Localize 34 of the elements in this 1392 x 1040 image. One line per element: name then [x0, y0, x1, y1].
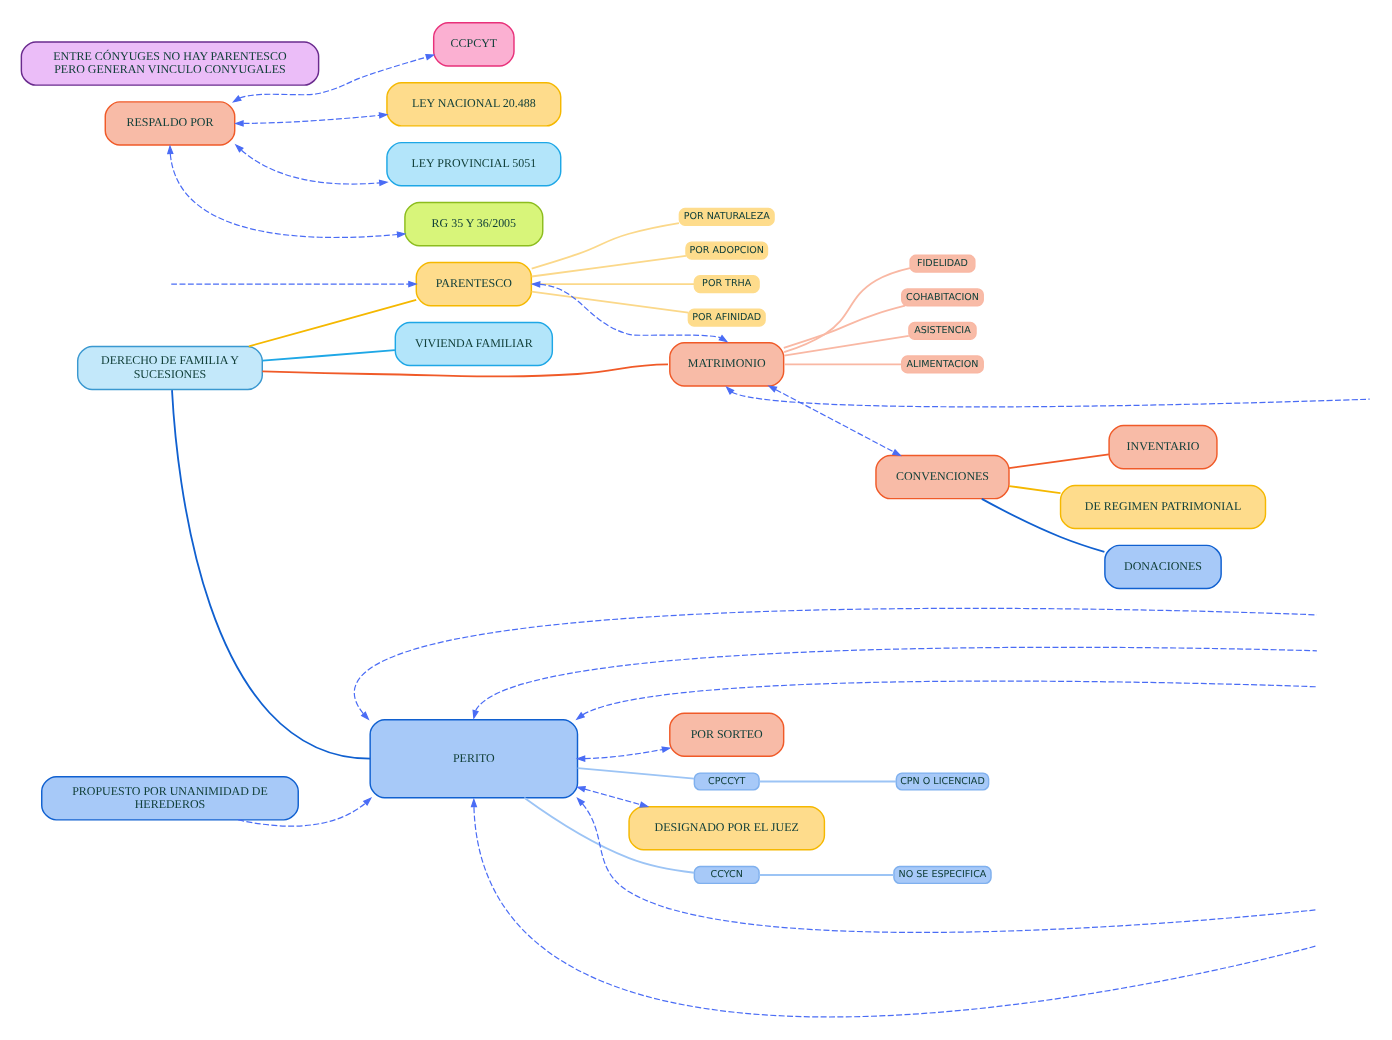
connector: [782, 304, 906, 349]
connector: [523, 796, 696, 874]
connector: [758, 874, 895, 876]
arrow: [356, 607, 1318, 721]
arrow: [575, 680, 1318, 721]
arrow: [231, 54, 436, 103]
arrow: [472, 646, 1318, 720]
connector: [758, 780, 898, 783]
connector: [530, 254, 687, 278]
arrow: [575, 786, 650, 808]
arrow: [575, 746, 672, 762]
arrow: [576, 796, 1318, 933]
arrow: [170, 280, 418, 288]
connector: [171, 389, 372, 760]
connector: [980, 498, 1106, 553]
arrow: [234, 143, 389, 187]
connector: [247, 298, 418, 348]
connector: [783, 267, 911, 354]
arrow: [234, 112, 389, 127]
connector: [261, 349, 396, 362]
arrow: [530, 281, 729, 343]
connector: [530, 290, 690, 314]
connector: [261, 363, 669, 378]
connector: [783, 363, 903, 366]
connector: [530, 222, 680, 270]
connector: [1008, 453, 1110, 469]
arrow: [470, 797, 1318, 1017]
arrow: [725, 385, 1371, 408]
connector: [783, 335, 910, 357]
arrow: [166, 144, 407, 238]
arrow: [767, 385, 902, 457]
arrow: [237, 797, 373, 827]
connector: [576, 767, 696, 780]
connector: [1008, 485, 1062, 494]
